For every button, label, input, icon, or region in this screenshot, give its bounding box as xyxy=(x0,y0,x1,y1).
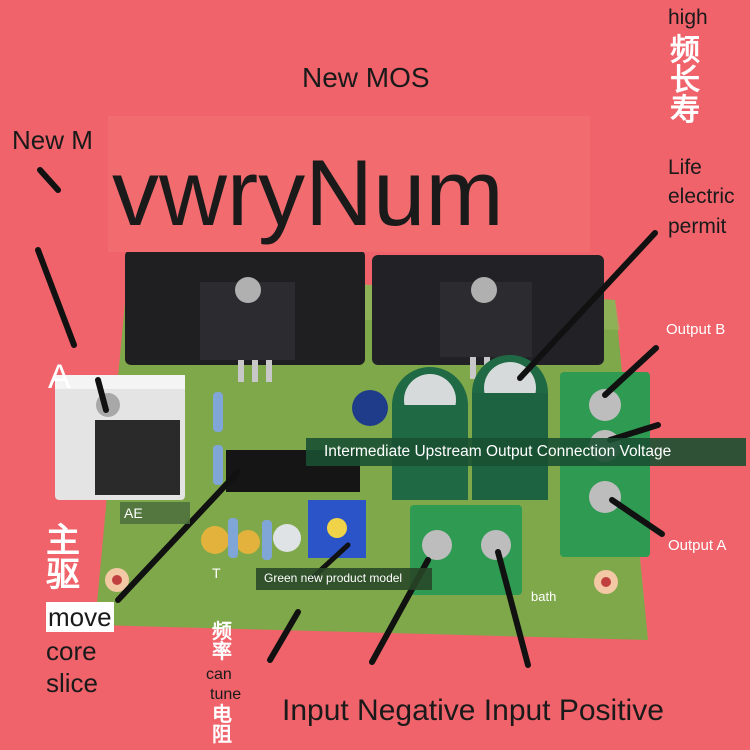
label-slice: slice xyxy=(46,668,99,698)
small-capacitor-blue xyxy=(352,390,388,426)
label-output-a: Output A xyxy=(668,537,727,554)
label-frequency-cn: 频 率 xyxy=(212,622,232,662)
label-move: move xyxy=(46,602,114,632)
char-dian: 电 xyxy=(212,704,232,726)
char-lv: 率 xyxy=(212,641,232,663)
label-ae: AE xyxy=(120,502,190,524)
label-electric: electric xyxy=(668,185,735,208)
label-input-negative-positive: Input Negative Input Positive xyxy=(282,694,664,727)
label-output-b: Output B xyxy=(666,321,726,338)
char-pin2: 频 xyxy=(212,621,232,643)
banner-background xyxy=(108,116,590,252)
label-a: A xyxy=(48,358,71,396)
char-pin: 频 xyxy=(670,34,700,67)
label-t: T xyxy=(212,565,221,581)
regulator-chip xyxy=(95,420,180,495)
label-main-drive-cn: 主 驱 xyxy=(46,524,80,592)
label-new-mos-left: New M xyxy=(12,125,93,155)
label-new-mos-top: New MOS xyxy=(302,62,430,93)
label-permit: permit xyxy=(668,215,727,238)
banner-text: vwryNum xyxy=(112,140,504,245)
label-tune: tune xyxy=(210,686,242,703)
label-green-model: Green new product model xyxy=(256,568,432,590)
char-zu: 阻 xyxy=(212,724,232,746)
char-zhu: 主 xyxy=(46,522,80,560)
label-life: Life xyxy=(668,156,702,179)
label-resistor-cn: 电 阻 xyxy=(212,705,232,745)
label-core: core xyxy=(46,636,97,666)
char-qu: 驱 xyxy=(46,556,80,594)
label-can: can xyxy=(206,666,232,683)
label-high: high xyxy=(668,6,708,29)
label-intermediate-voltage: Intermediate Upstream Output Connection … xyxy=(306,438,746,466)
label-long-life-cn: 频 长 寿 xyxy=(670,36,700,126)
input-terminal-block xyxy=(410,505,522,595)
label-bath: bath xyxy=(531,589,557,604)
char-shou: 寿 xyxy=(670,94,700,127)
char-chang: 长 xyxy=(670,64,700,97)
